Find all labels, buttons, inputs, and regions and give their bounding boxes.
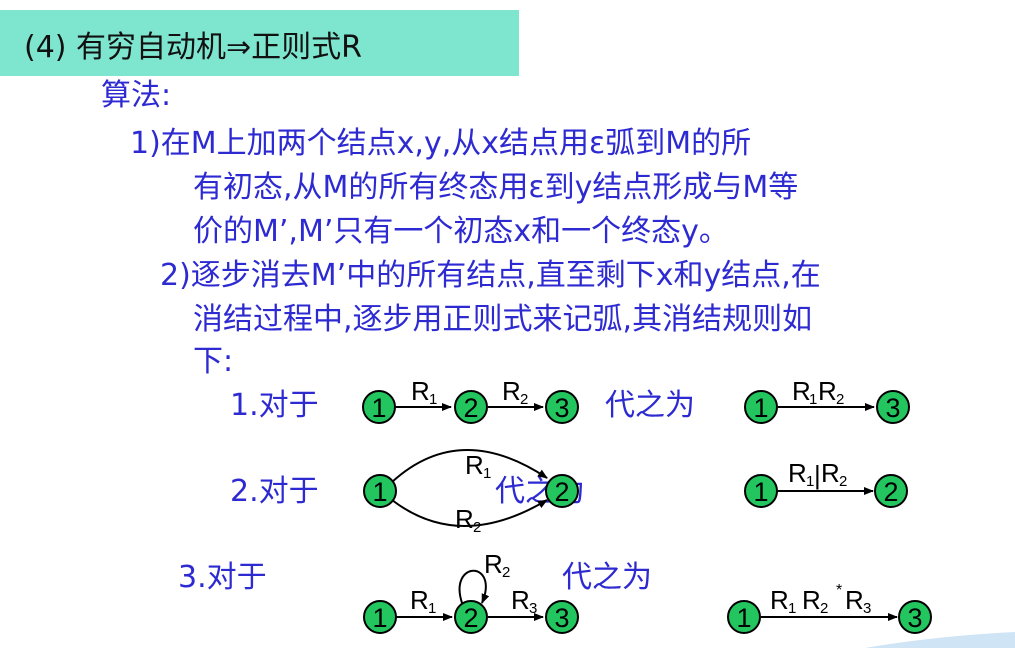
step1-line2: 有初态,从M的所有终态用ε到y结点形成与M等 [193,170,799,205]
edge-label-sub: 3 [863,600,871,617]
edge-label-r: R [511,585,530,615]
rule1-replace: 代之为 [605,388,695,423]
edge-label-sub: 1 [428,600,436,617]
edge-label-star: * [836,582,842,599]
state-label: 2 [883,477,898,507]
edge-label-r: R [818,376,837,406]
edge-label-r: R [484,549,503,579]
edge-label-sub: 1 [806,473,814,490]
rule2-right-diagram: 1 2 R 1 | R 2 [744,458,908,508]
state-node [874,474,908,508]
edge-label-r: R [845,585,864,615]
edge-label-sub: 1 [788,600,796,617]
state-label: 2 [463,393,478,423]
state-label: 2 [554,477,569,507]
state-node [876,390,910,424]
state-node [744,474,778,508]
edge-label-sub: 2 [820,600,828,617]
step1-line3: 价的M’,M’只有一个初态x和一个终态y。 [193,214,729,249]
rule3-left-diagram: 1 2 3 R 1 R 2 R 3 [363,549,579,634]
state-node [545,474,579,508]
state-node [362,390,396,424]
edge-label-bar: | [814,460,821,490]
edge-label-sub: 1 [483,465,491,482]
state-node [744,390,778,424]
state-label: 3 [885,393,900,423]
algorithm-heading: 算法: [101,78,172,113]
step2-line2: 消结过程中,逐步用正则式来记弧,其消结规则如 [193,302,813,337]
state-label: 2 [463,603,478,633]
edge-label-r: R [792,376,811,406]
state-label: 1 [753,477,768,507]
rule1-right-diagram: 1 3 R 1 R 2 [744,376,910,424]
edge-label-sub: 2 [502,564,510,581]
rule1-left-diagram: 1 2 3 R 1 R 2 [362,376,579,424]
state-node [363,600,397,634]
edge-label-r: R [821,458,840,488]
rule2-label: 2.对于 [230,474,319,509]
state-node [545,390,579,424]
state-node [454,390,488,424]
step2-line3: 下: [193,344,234,379]
state-label: 3 [907,603,922,633]
state-label: 1 [372,477,387,507]
self-loop-arrow [458,569,490,604]
state-label: 1 [736,603,751,633]
edge-arrow [391,449,548,483]
page-title: (4) 有穷自动机⇒正则式R [24,30,363,65]
corner-decoration [865,632,1015,648]
state-node [454,600,488,634]
edge-label-sub: 2 [520,391,528,408]
rule2-left-diagram: 1 2 R 1 R 2 [363,449,579,536]
edge-label-r: R [788,458,807,488]
rule1-label: 1.对于 [230,388,319,423]
step2-line1: 2)逐步消去M’中的所有结点,直至剩下x和y结点,在 [160,258,821,293]
edge-label-r: R [411,376,430,406]
state-node [545,600,579,634]
state-label: 1 [371,393,386,423]
edge-label-sub: 2 [836,391,844,408]
edge-label-r: R [465,450,484,480]
state-node [727,600,761,634]
edge-label-sub: 3 [529,600,537,617]
edge-label-sub: 1 [429,391,437,408]
edge-label-sub: 2 [839,473,847,490]
edge-arrow [391,499,548,527]
title-bar [0,10,519,76]
step1-line1: 1)在M上加两个结点x,y,从x结点用ε弧到M的所 [130,126,752,161]
state-label: 1 [372,603,387,633]
state-node [363,474,397,508]
edge-label-r: R [802,585,821,615]
state-label: 1 [753,393,768,423]
rule3-right-diagram: 1 3 R 1 R 2 * R 3 [727,582,932,634]
state-label: 3 [554,603,569,633]
edge-label-r: R [410,585,429,615]
state-label: 3 [554,393,569,423]
rule3-replace: 代之为 [562,560,652,595]
edge-label-r: R [455,504,474,534]
edge-label-r: R [770,585,789,615]
edge-label-sub: 2 [473,519,481,536]
edge-label-r: R [502,376,521,406]
state-node [898,600,932,634]
edge-label-sub: 1 [809,391,817,408]
rule3-label: 3.对于 [178,560,267,595]
